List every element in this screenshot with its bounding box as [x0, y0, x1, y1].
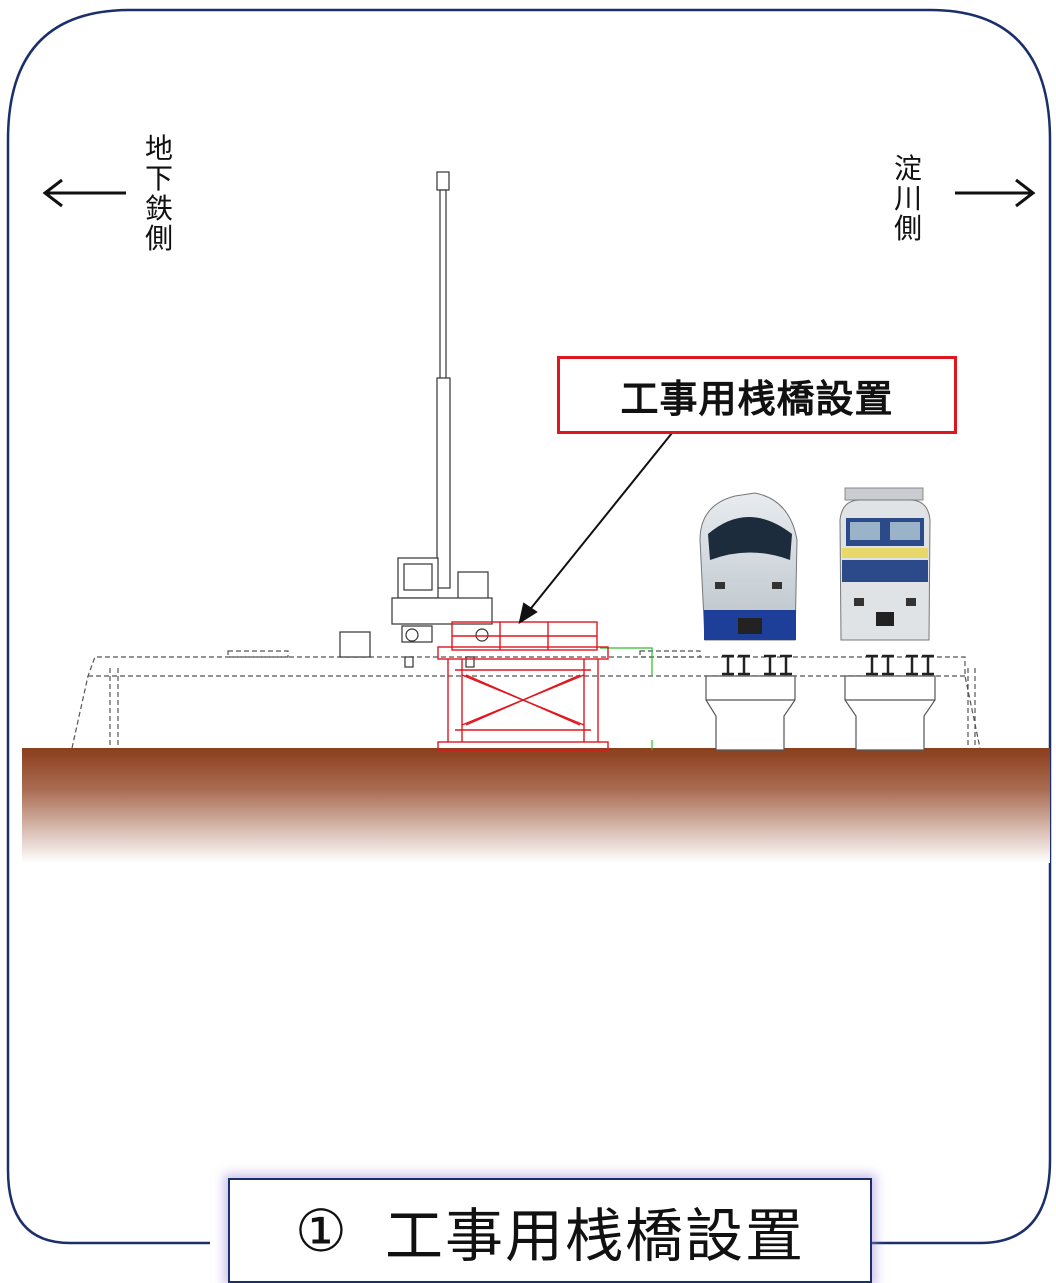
left-arrow-icon [42, 178, 126, 208]
train-icon-1 [699, 492, 798, 641]
step-number: ① [294, 1196, 349, 1265]
right-arrow-icon [955, 178, 1036, 208]
viaduct-structure [71, 650, 981, 749]
right-direction-char: 川 [893, 182, 922, 215]
bridge-piers [705, 675, 936, 751]
temporary-trestle-icon [437, 621, 609, 751]
crane-icon [339, 171, 493, 668]
left-direction-label: 地 下 鉄 側 [139, 134, 179, 254]
right-direction-char: 淀 [893, 152, 922, 185]
left-direction-char: 下 [144, 162, 173, 195]
frame-border [6, 8, 1052, 1245]
left-direction-char: 側 [144, 222, 173, 255]
right-direction-label: 淀 川 側 [888, 154, 928, 244]
rails [722, 654, 934, 676]
step-caption: ① 工事用桟橋設置 [228, 1178, 872, 1283]
callout-arrow [518, 432, 673, 625]
train-icon-2 [839, 487, 931, 641]
step-title: 工事用桟橋設置 [384, 1201, 805, 1270]
ground [22, 748, 1050, 863]
right-direction-char: 側 [893, 212, 922, 245]
left-direction-char: 地 [144, 132, 173, 165]
left-direction-char: 鉄 [144, 192, 173, 225]
guide-lines [600, 647, 653, 750]
callout-label: 工事用桟橋設置 [557, 356, 957, 434]
